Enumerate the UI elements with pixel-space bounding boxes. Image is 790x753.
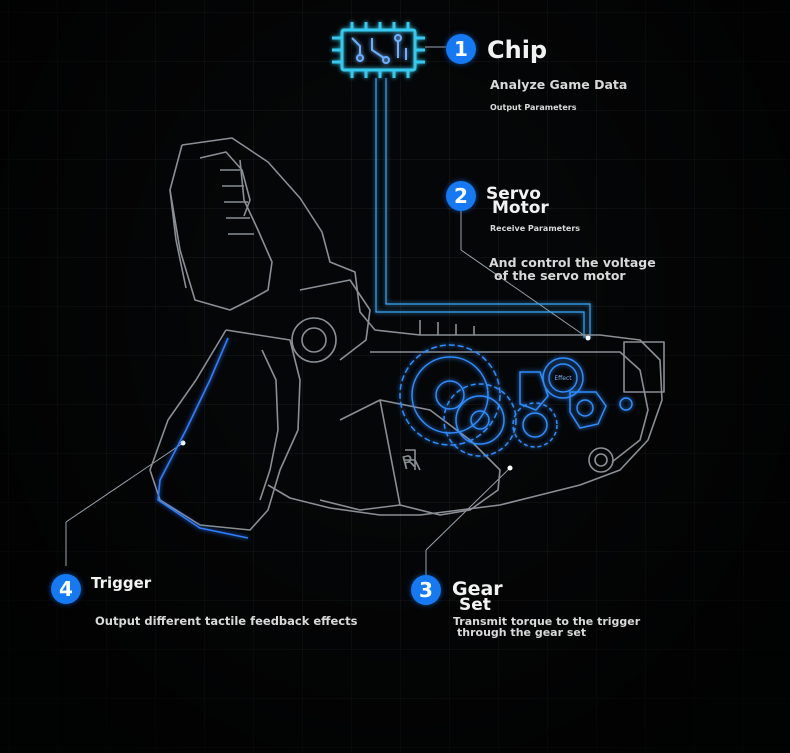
motor-label: Effect (554, 375, 572, 382)
servo-title-1: Servo (486, 184, 541, 204)
trigger-desc: Output different tactile feedback effect… (95, 614, 358, 628)
chip-icon (332, 22, 425, 78)
callout-3-badge: 3 (411, 575, 441, 605)
servo-desc-2a: And control the voltage (489, 255, 656, 270)
chip-title: Chip (487, 36, 548, 64)
chip-desc-2: Output Parameters (490, 103, 577, 112)
chip-desc-1: Analyze Game Data (490, 77, 628, 92)
servo-title-2: Motor (492, 198, 549, 218)
servo-desc-1: Receive Parameters (490, 224, 581, 233)
servo-desc-2b: of the servo motor (494, 268, 626, 283)
gear-title-2: Set (459, 595, 491, 615)
gear-title-1: Gear (452, 578, 503, 600)
gear-desc-1a: Transmit torque to the trigger (453, 615, 641, 628)
trigger-title: Trigger (91, 574, 152, 592)
housing-letter: R (400, 451, 418, 475)
gear-desc-1b: through the gear set (457, 626, 587, 639)
callout-4-badge: 4 (51, 574, 81, 604)
callout-2-badge: 2 (446, 181, 476, 211)
callout-1-badge: 1 (446, 34, 476, 64)
